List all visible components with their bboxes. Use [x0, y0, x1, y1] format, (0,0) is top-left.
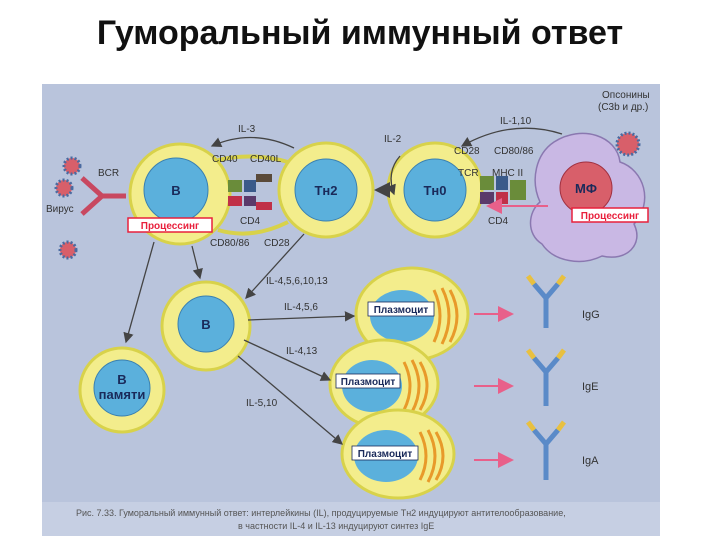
th0-label: Тн0 [423, 183, 446, 198]
mhc-label: MHC II [492, 168, 523, 179]
iga-antibody [526, 420, 566, 480]
cd4-right-label: CD4 [488, 216, 508, 227]
il456-label: IL-4,5,6 [284, 302, 318, 313]
il413-label: IL-4,13 [286, 346, 318, 357]
il510-label: IL-5,10 [246, 398, 278, 409]
cd8086-left-label: CD80/86 [210, 238, 250, 249]
th2-nucleus [294, 158, 358, 222]
virus-label: Вирус [46, 204, 74, 215]
th0-mf-receptors [480, 176, 526, 204]
opsonin-particle [615, 131, 641, 157]
ige-label: IgE [582, 381, 599, 393]
il3-label: IL-3 [238, 124, 256, 135]
tcr-label: TCR [458, 168, 479, 179]
b-to-memory-arrow [123, 241, 155, 344]
plasma-label-box-2 [335, 373, 401, 389]
th2-label: Тн2 [314, 183, 337, 198]
il2-label: IL-2 [384, 134, 402, 145]
memory-b-label-2: памяти [99, 387, 146, 402]
caption-line-2: в частности IL-4 и IL-13 индуцируют синт… [238, 521, 434, 531]
th0-nucleus [403, 158, 467, 222]
cd28-left-label: CD28 [264, 238, 290, 249]
il2-arrow [386, 155, 401, 196]
b2-to-plasma3-arrow [237, 355, 343, 445]
il110-arrow [460, 127, 563, 147]
bcr-label: BCR [98, 168, 119, 179]
plasma-label-2: Плазмоцит [341, 377, 396, 388]
b-cell-top-label: B [171, 183, 180, 198]
immune-response-diagram: МФ Опсонины (C3b и др.) Тн0 Тн2 B CD40 C… [42, 84, 660, 536]
bcr-receptor [80, 176, 126, 216]
processing-label-left: Процессинг [141, 221, 199, 232]
b-cell-middle-label: B [201, 317, 210, 332]
il4-13-label: IL-4,5,6,10,13 [266, 276, 328, 287]
macrophage-label: МФ [575, 181, 597, 196]
slide-title: Гуморальный иммунный ответ [96, 14, 624, 52]
cd8086-right-label: CD80/86 [494, 146, 534, 157]
il3-arrow [210, 136, 295, 149]
b-th2-receptors [228, 174, 272, 210]
b-th2-contact-top [217, 154, 289, 164]
processing-box-right [571, 207, 649, 223]
b-th2-contact-bottom [217, 220, 289, 236]
il110-label: IL-1,10 [500, 116, 532, 127]
caption-line-1: Рис. 7.33. Гуморальный иммунный ответ: и… [76, 508, 566, 518]
processing-box-left [127, 217, 213, 233]
cd28-right-label: CD28 [454, 146, 480, 157]
plasma-label-3: Плазмоцит [358, 449, 413, 460]
caption-band [42, 502, 660, 536]
iga-label: IgA [582, 455, 599, 467]
b-to-b2-arrow [191, 245, 203, 280]
b2-to-plasma1-arrow [247, 311, 356, 322]
igg-label: IgG [582, 309, 600, 321]
th2-to-b2-arrow [245, 233, 305, 299]
memory-b-label-1: B [117, 372, 126, 387]
plasma-label-box-1 [367, 301, 435, 317]
opsonins-label: Опсонины [602, 90, 650, 101]
plasma-label-box-3 [351, 445, 419, 461]
processing-label-right: Процессинг [581, 211, 639, 222]
plasma-label-1: Плазмоцит [374, 305, 429, 316]
cd4-left-label: CD4 [240, 216, 260, 227]
virus-particles [54, 156, 82, 260]
cd40-label: CD40 [212, 154, 238, 165]
b2-to-plasma2-arrow [243, 339, 332, 381]
ige-antibody [526, 348, 566, 406]
b-cell-middle-nucleus [177, 295, 235, 353]
memory-b-cell-nucleus [93, 359, 151, 417]
opsonins-label-2: (C3b и др.) [598, 102, 648, 113]
igg-antibody [526, 274, 566, 328]
cd40l-label: CD40L [250, 154, 282, 165]
